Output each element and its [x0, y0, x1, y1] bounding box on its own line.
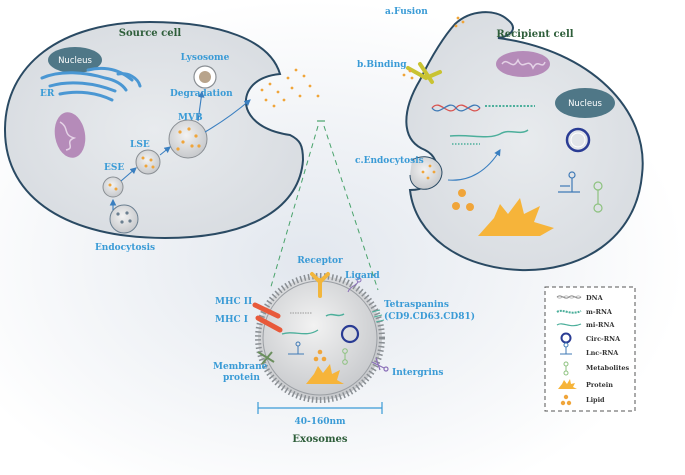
recipient-endocytosis-label: c.Endocytosis — [355, 156, 424, 166]
nucleus-icon — [48, 47, 102, 73]
source-cell-title: Source cell — [119, 28, 182, 39]
endocytosis-vesicle — [109, 204, 139, 234]
zoom-lines — [269, 125, 379, 291]
exo-lipid-icon — [313, 349, 327, 362]
legend-label-lnc-rna: Lnc-RNA — [586, 349, 619, 357]
recipient-nucleus-icon — [555, 88, 615, 118]
lipid-icon — [560, 394, 572, 406]
legend-label-lipid: Lipid — [586, 396, 605, 404]
recipient-cell-title: Recipient cell — [496, 29, 573, 40]
ese-label: ESE — [104, 163, 124, 173]
legend-label-dna: DNA — [586, 294, 604, 302]
metabolites-icon — [563, 361, 569, 376]
fusion-dot — [461, 20, 465, 24]
lse-label: LSE — [130, 140, 150, 150]
lysosome-label: Lysosome — [181, 53, 230, 63]
legend-label-mirna: mi-RNA — [586, 321, 615, 329]
exo-lnc-rna-icon — [288, 341, 304, 355]
membrane-protein-icon — [257, 351, 275, 365]
exo-circ-rna-icon — [340, 324, 360, 344]
exo-mrna-icon — [325, 313, 345, 317]
recipient-lipid-icon — [452, 189, 474, 211]
ligand-label: Ligand — [345, 271, 380, 281]
legend-label-protein: Protein — [586, 381, 613, 389]
legend: DNA m-RNA mi-RNA Circ-RNA Lnc-RNA Metabo… — [544, 286, 636, 412]
tetraspanins-cd-label: (CD9.CD63.CD81) — [384, 311, 475, 322]
recipient-protein-icon — [478, 198, 554, 236]
source-cell-membrane — [3, 20, 305, 240]
size-label: 40-160nm — [294, 417, 346, 427]
exo-metabolites-icon — [342, 348, 348, 365]
exosome: Receptor Ligand MHC II MHC I Tetraspanin… — [213, 256, 475, 403]
er-label: ER — [40, 89, 55, 99]
exo-protein-icon — [306, 364, 344, 384]
source-cell: Source cell Nucleus ER Endocytosis — [3, 20, 320, 253]
recipient-nucleus-label: Nucleus — [568, 99, 602, 109]
arrow-lse-mvb — [159, 146, 171, 156]
released-exosomes — [260, 68, 320, 108]
mirna-strand-icon — [449, 129, 529, 138]
recipient-lnc-rna-icon — [558, 171, 580, 193]
protein-icon — [558, 379, 577, 389]
recipient-cell: Recipient cell a.Fusion b.Binding Nucleu… — [355, 7, 644, 272]
er-icon — [40, 66, 142, 102]
legend-label-mrna: m-RNA — [586, 308, 613, 316]
legend-label-metabolites: Metabolites — [586, 364, 630, 372]
arrow-endocytosis-delivery — [447, 149, 501, 181]
exo-mirna-icon — [281, 329, 319, 335]
ligand-icon — [347, 277, 362, 293]
size-bar — [257, 402, 383, 414]
binding-label: b.Binding — [357, 60, 407, 70]
arrow-ese-lse — [120, 167, 137, 182]
receptor-label: Receptor — [297, 256, 343, 266]
exosomes-title: Exosomes — [292, 434, 347, 445]
fusion-dot — [456, 16, 460, 20]
source-endocytosis-label: Endocytosis — [95, 243, 155, 253]
mvb-vesicle — [168, 119, 208, 159]
membrane-protein-label-1: Membrane — [213, 362, 268, 372]
dna-icon-strand — [556, 295, 582, 299]
lnc-rna-icon — [560, 342, 572, 355]
recipient-cell-membrane — [405, 11, 644, 272]
mhc2-icon — [252, 302, 281, 319]
receptor-icon — [310, 272, 330, 298]
mvb-label: MVB — [178, 113, 203, 123]
tetraspanins-label: Tetraspanins — [384, 300, 449, 310]
binding-receptor-icon — [402, 62, 442, 84]
recipient-mitochondrion-icon — [496, 51, 550, 77]
membrane-protein-label-2: protein — [223, 373, 260, 383]
lse-vesicle — [135, 149, 161, 175]
fusion-label: a.Fusion — [385, 7, 428, 17]
intergrins-icon — [371, 357, 389, 372]
lysosome-icon — [193, 65, 217, 89]
legend-label-circ-rna: Circ-RNA — [586, 335, 621, 343]
mhc2-label: MHC II — [215, 297, 252, 307]
mhc1-label: MHC I — [215, 315, 248, 325]
source-nucleus-label: Nucleus — [58, 56, 92, 66]
mrna-icon — [556, 309, 582, 314]
intergrins-label: Intergrins — [392, 368, 443, 378]
circ-rna-inner — [570, 132, 586, 148]
mitochondrion-icon — [54, 112, 86, 158]
recipient-metabolites-icon — [593, 181, 603, 213]
ese-vesicle — [102, 176, 124, 198]
recipient-endocytosis-vesicle — [409, 156, 443, 190]
legend-box — [544, 286, 636, 412]
fusion-dot — [454, 24, 458, 28]
tetraspanin-icon — [371, 309, 385, 323]
mhc1-icon — [255, 315, 283, 333]
arrow-mvb-lysosome — [197, 90, 205, 122]
arrow-mvb-release — [204, 99, 251, 133]
exosome-membrane — [255, 273, 385, 403]
mirna-icon — [556, 323, 582, 327]
circ-rna-icon — [565, 127, 591, 153]
dna-strand-icon — [431, 104, 481, 112]
